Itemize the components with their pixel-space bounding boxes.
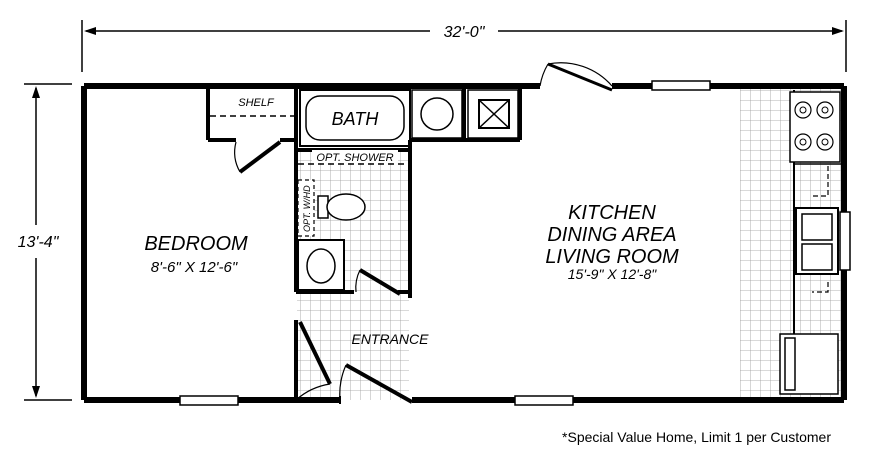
height-dimension-label: 13'-4" <box>18 234 60 251</box>
bedroom-door <box>295 321 332 401</box>
window-living <box>514 395 574 406</box>
main-room-line3: LIVING ROOM <box>545 246 679 268</box>
bedroom-label: BEDROOM <box>144 233 248 255</box>
height-dimension: 13'-4" <box>18 83 72 401</box>
furnace <box>467 89 519 139</box>
window-kitchen <box>839 211 851 271</box>
toilet <box>317 193 366 221</box>
entrance-label: ENTRANCE <box>351 331 429 347</box>
range <box>789 91 841 163</box>
sink <box>297 239 345 291</box>
shelf-label: SHELF <box>238 97 275 109</box>
bathtub: BATH <box>299 89 411 147</box>
closet-door <box>234 140 282 174</box>
bath-label: BATH <box>332 109 380 129</box>
main-room: KITCHEN DINING AREA LIVING ROOM 15'-9" X… <box>545 202 679 282</box>
windows <box>179 80 851 406</box>
bedroom-room: BEDROOM 8'-6" X 12'-6" <box>144 233 248 276</box>
shelf: SHELF <box>210 97 294 117</box>
width-dimension-label: 32'-0" <box>444 24 486 41</box>
window-top <box>651 80 711 91</box>
kitchen-sink <box>795 207 839 275</box>
window-bedroom <box>179 395 239 406</box>
bath-door <box>355 268 402 296</box>
front-door <box>339 363 413 404</box>
rear-door <box>539 62 613 92</box>
width-dimension: 32'-0" <box>81 20 847 72</box>
opt-shower-label: OPT. SHOWER <box>316 152 393 164</box>
main-room-size: 15'-9" X 12'-8" <box>568 266 657 282</box>
bedroom-size: 8'-6" X 12'-6" <box>151 259 238 276</box>
water-heater <box>411 89 463 139</box>
footnote: *Special Value Home, Limit 1 per Custome… <box>562 429 831 445</box>
refrigerator <box>779 333 839 395</box>
opt-whd: OPT. W/HD <box>297 179 315 237</box>
opt-shower: OPT. SHOWER <box>298 150 408 165</box>
main-room-line1: KITCHEN <box>568 202 656 224</box>
opt-whd-label: OPT. W/HD <box>302 185 312 232</box>
main-room-line2: DINING AREA <box>547 224 676 246</box>
